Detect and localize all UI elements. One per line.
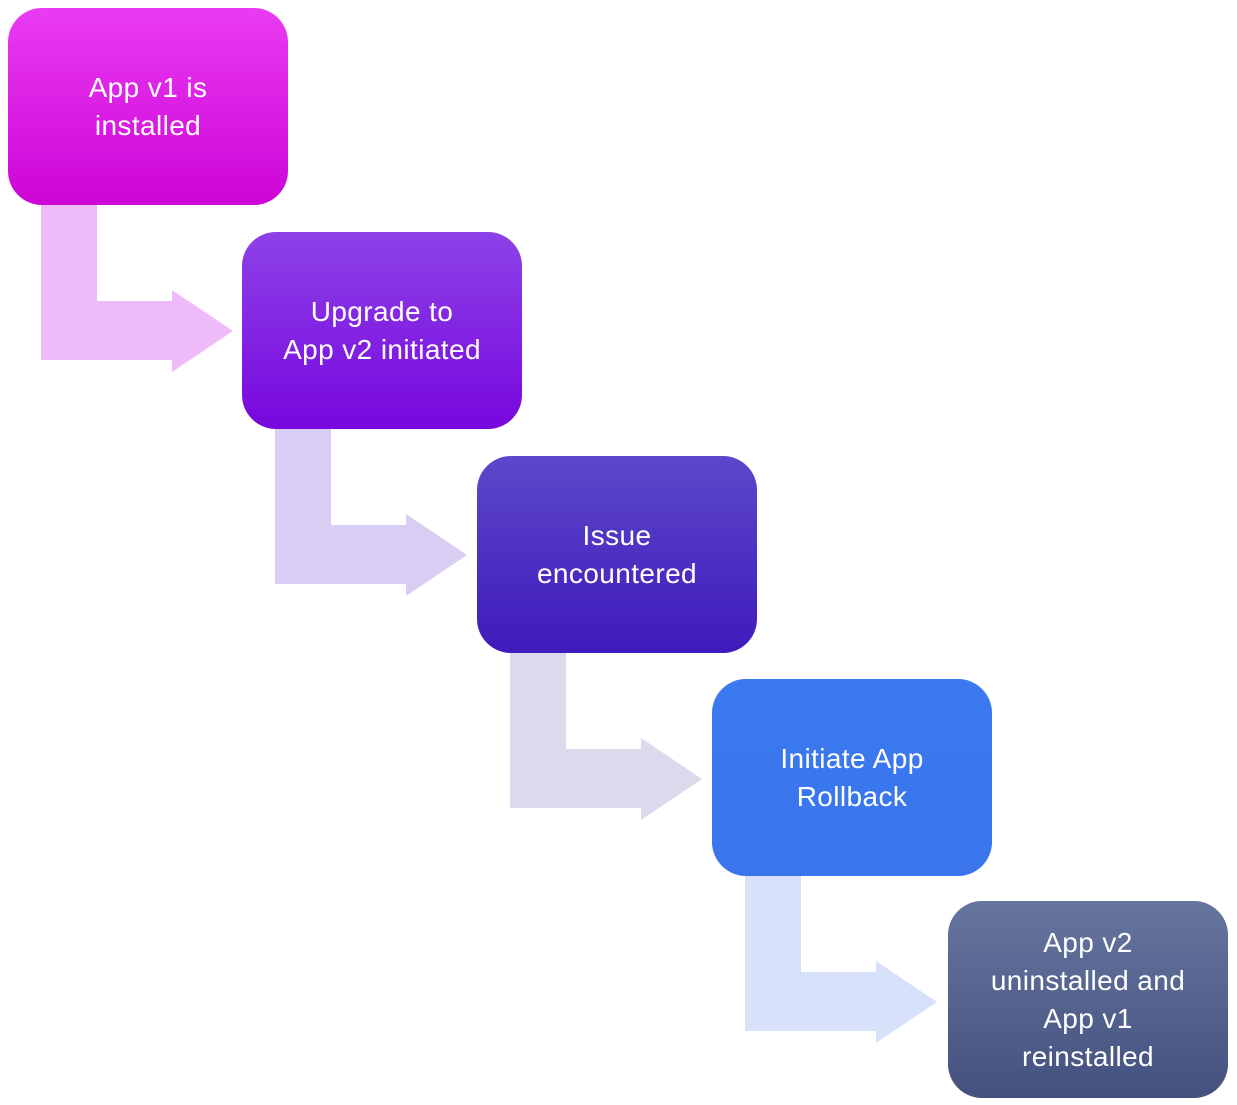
- elbow-arrow-shape: [275, 429, 467, 596]
- elbow-arrow-connector-4-icon: [745, 876, 937, 1043]
- elbow-arrow-shape: [510, 653, 702, 820]
- step-label-line: Issue: [582, 519, 652, 551]
- elbow-arrow-shape: [41, 205, 233, 372]
- step-label-line: Initiate App: [780, 742, 924, 774]
- step-label-line: reinstalled: [1021, 1040, 1155, 1072]
- step-box-initiate-rollback: Initiate App Rollback: [712, 679, 992, 876]
- step-label-line: uninstalled and: [990, 964, 1186, 996]
- step-label-line: App v1: [1043, 1002, 1133, 1034]
- step-box-upgrade-initiated: Upgrade to App v2 initiated: [242, 232, 522, 429]
- step-label: Initiate App Rollback: [780, 740, 923, 816]
- step-label-line: App v2: [1043, 926, 1133, 958]
- elbow-arrow-connector-2-icon: [275, 429, 467, 596]
- elbow-arrow-connector-1-icon: [41, 205, 233, 372]
- step-label-line: Upgrade to: [310, 295, 454, 327]
- step-label-line: Rollback: [796, 780, 908, 812]
- elbow-arrow-connector-3-icon: [510, 653, 702, 820]
- step-box-issue-encountered: Issue encountered: [477, 456, 757, 653]
- elbow-arrow-shape: [745, 876, 937, 1043]
- step-label: App v1 is installed: [89, 69, 208, 145]
- step-box-app-v1-installed: App v1 is installed: [8, 8, 288, 205]
- step-label-line: installed: [94, 109, 202, 141]
- step-label-line: App v2 initiated: [283, 333, 481, 365]
- step-label-line: App v1 is: [88, 71, 208, 103]
- step-box-app-v1-reinstalled: App v2 uninstalled and App v1 reinstalle…: [948, 901, 1228, 1098]
- step-label-line: encountered: [536, 557, 698, 589]
- step-label: App v2 uninstalled and App v1 reinstalle…: [991, 924, 1185, 1076]
- step-label: Issue encountered: [537, 517, 697, 593]
- step-label: Upgrade to App v2 initiated: [283, 293, 481, 369]
